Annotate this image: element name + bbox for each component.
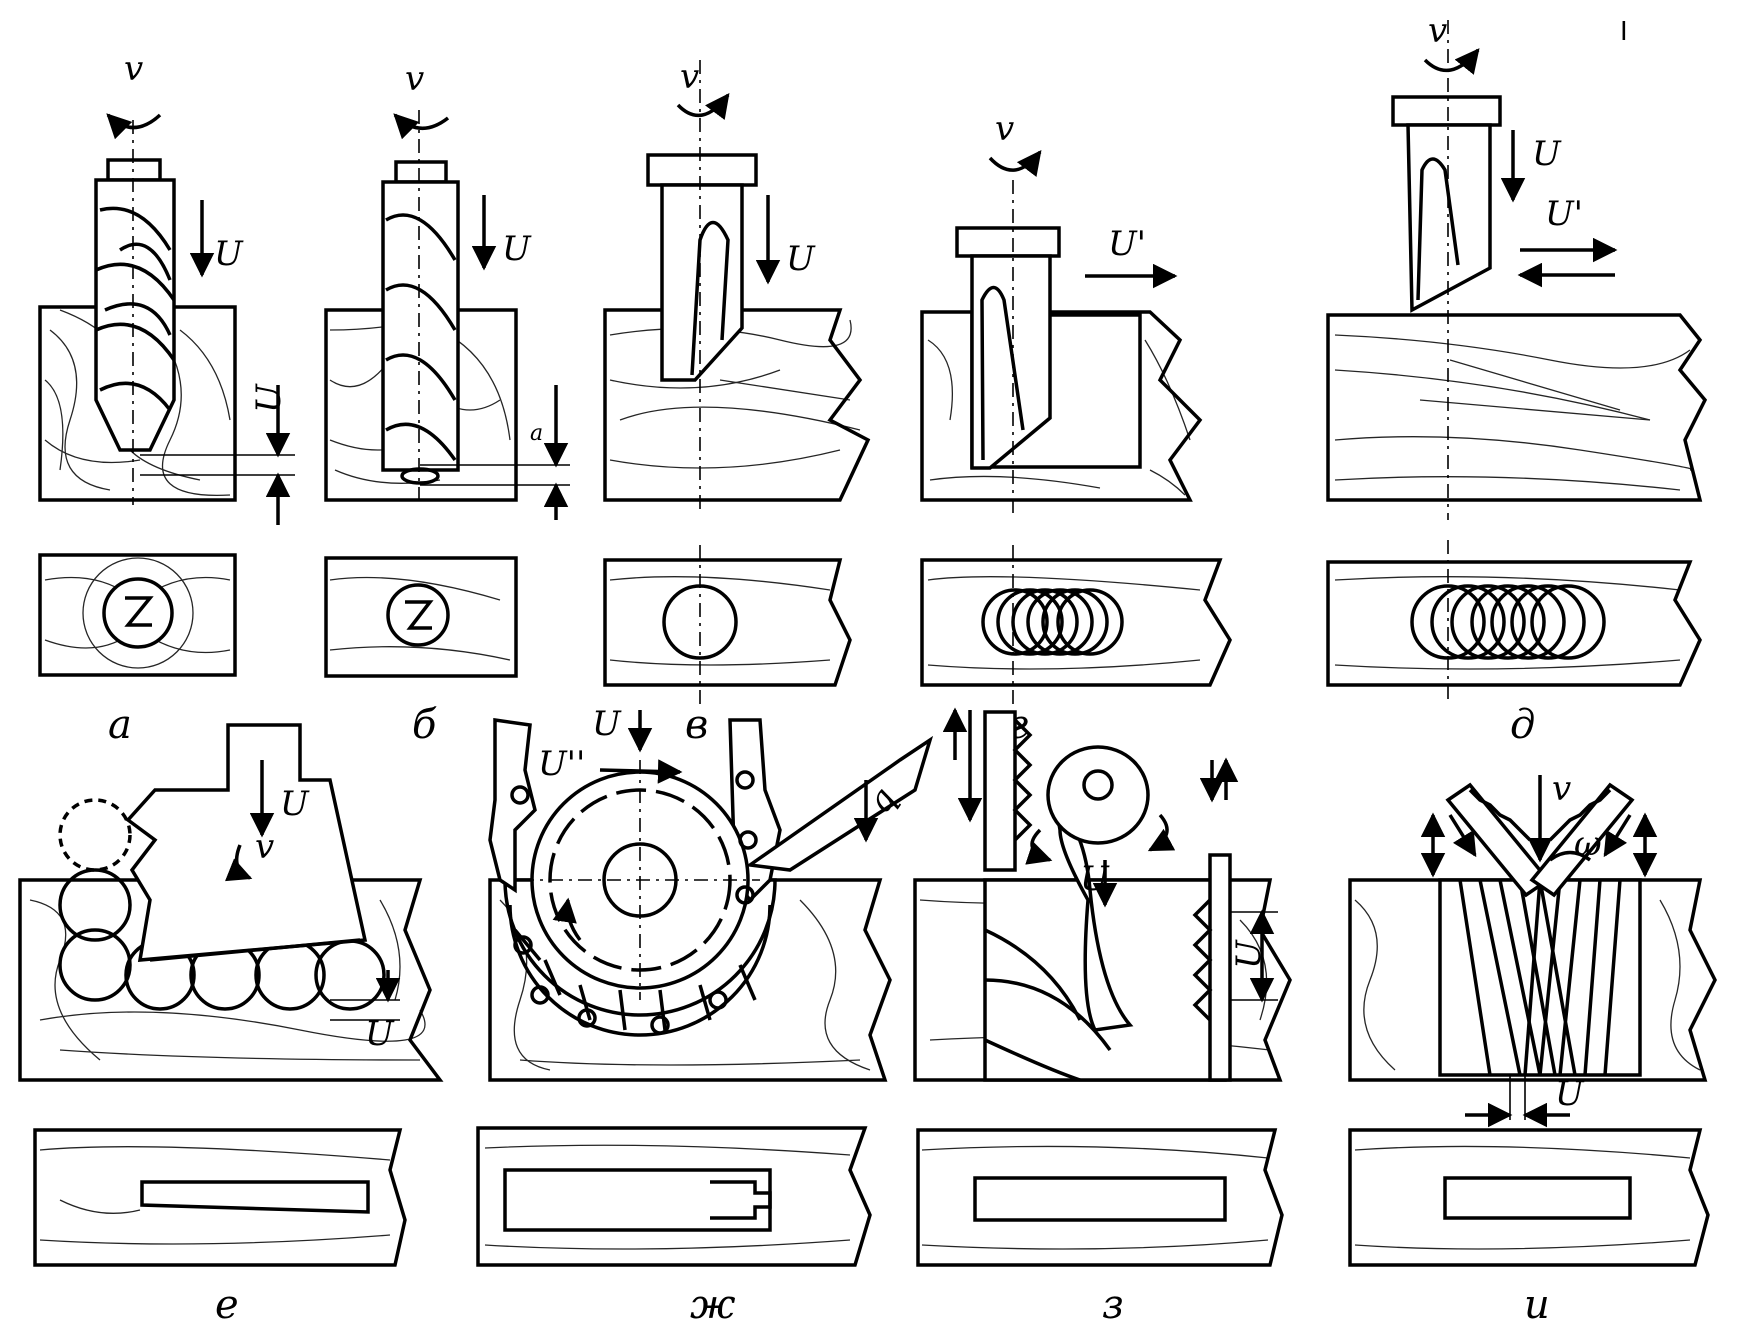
plan-i (1348, 1128, 1710, 1267)
feed-label-b: U (502, 229, 532, 269)
panel-a-section: v U U (38, 49, 295, 525)
panel-zh-section: q U U'' (488, 704, 934, 1082)
feed-label-e: U (280, 784, 310, 824)
feed-prime-label-g: U' (1108, 224, 1146, 264)
plan-zh (476, 1126, 872, 1267)
label-a: а (108, 702, 132, 748)
plan-b (324, 556, 518, 678)
plan-d (1326, 540, 1702, 705)
plan-e (33, 1128, 407, 1267)
feed-n-label-z: U (1229, 939, 1269, 969)
feed-n-label-i: U (1555, 1074, 1585, 1114)
label-v: в (685, 702, 708, 748)
feed-label-d: U (1532, 134, 1562, 174)
plan-v (603, 545, 852, 705)
feed-label-v: U (786, 239, 816, 279)
plan-z (916, 1128, 1284, 1267)
rotation-label-a: v (124, 49, 143, 89)
label-d: д (1510, 702, 1535, 748)
panel-i-section: v ω U (1348, 769, 1717, 1128)
rotation-label-g: v (995, 109, 1014, 149)
rotation-label-v: v (680, 57, 699, 97)
panel-g-section: v U' (920, 109, 1203, 515)
corner-mark: I (1620, 17, 1628, 47)
rotation-label-b: v (405, 59, 424, 99)
feed-label-zh: U (592, 704, 622, 744)
label-zh: ж (690, 1282, 736, 1328)
label-e: е (215, 1282, 239, 1328)
feed-double-prime-label-zh: U'' (538, 744, 585, 784)
rotation-label-e: v (255, 827, 274, 867)
label-i: и (1524, 1282, 1550, 1328)
feed-n-label-a: U (249, 383, 289, 413)
feed-label-z: U (1080, 859, 1110, 899)
panel-z-section: U U (913, 707, 1292, 1082)
label-z: з (1102, 1282, 1124, 1328)
panel-e-section: U v U (18, 723, 444, 1082)
panel-d-section: v U U' (1326, 11, 1708, 520)
feed-n-label-e: U (365, 1014, 395, 1054)
panel-b-section: v U a (324, 59, 570, 520)
label-b: б (412, 702, 437, 748)
rotation-label-i: v (1552, 769, 1571, 809)
plan-g (920, 545, 1232, 705)
feed-label-a: U (214, 234, 244, 274)
rotation-label-d: v (1428, 11, 1447, 51)
feed-a-label-b: a (530, 421, 543, 446)
plan-a (38, 553, 237, 677)
feed-prime-label-d: U' (1545, 194, 1583, 234)
panel-v-section: v U (603, 57, 871, 510)
